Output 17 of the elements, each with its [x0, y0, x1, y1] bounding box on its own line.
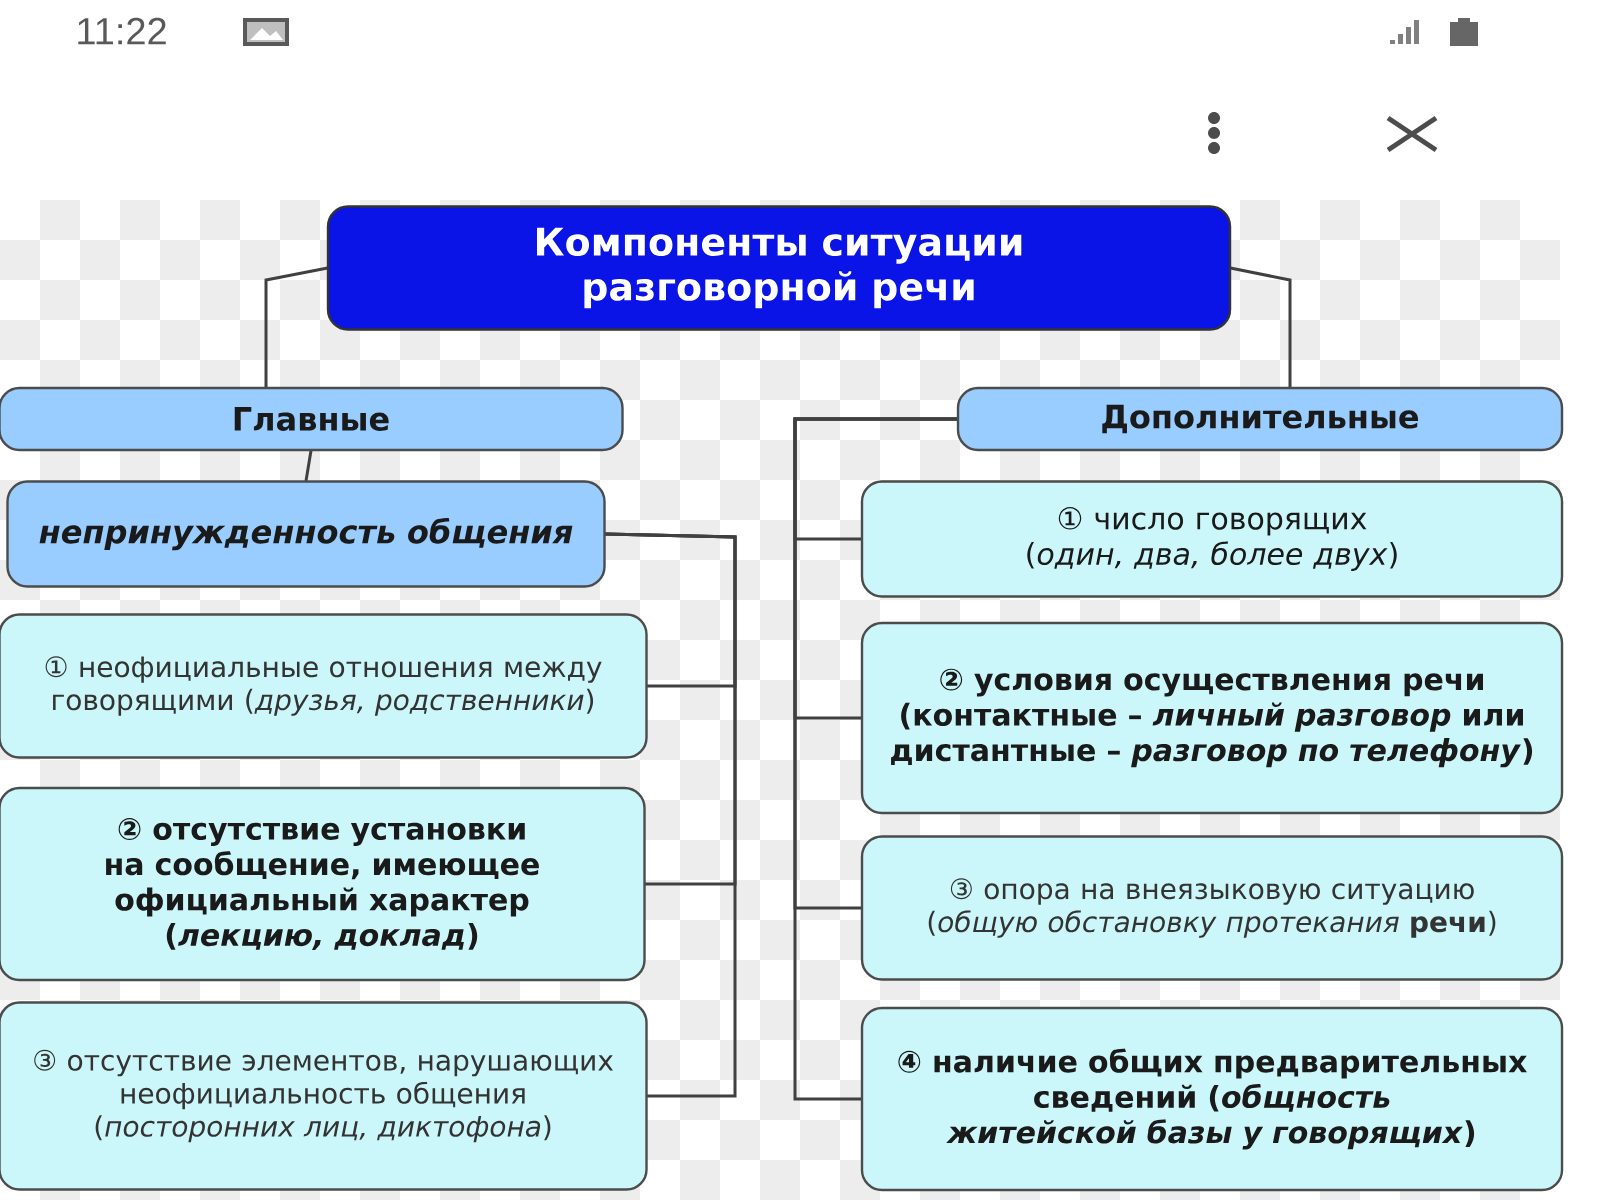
connector-line — [304, 450, 313, 482]
category-box: Дополнительные — [956, 386, 1564, 452]
title-box: Компоненты ситуации разговорной речи — [326, 205, 1232, 331]
item-box: ③ опора на внеязыковую ситуацию (общую обстановку протекания речи) — [860, 835, 1564, 981]
connector-line — [1230, 266, 1292, 388]
status-time: 11:22 — [78, 17, 166, 45]
item-box: ① неофициальные отношения между говорящими (друзья, родственники) — [0, 613, 648, 759]
item-box: ③ отсутствие элементов, нарушающих неофициальность общения (посторонних лиц, диктофона) — [0, 1001, 648, 1191]
connector-line — [793, 417, 958, 1101]
item-box: ① число говорящих (один, два, более двух) — [860, 480, 1564, 598]
subcategory-box: непринужденность общения — [6, 480, 606, 588]
item-box: ② условия осуществления речи (контактные – личный разговор или дистантные – разговор по телефону) — [860, 621, 1564, 815]
connector-line — [264, 266, 328, 388]
item-box: ④ наличие общих предварительных сведений (общность житейской базы у говорящих) — [860, 1006, 1564, 1192]
connector-line — [604, 532, 737, 1098]
category-box: Главные — [0, 386, 624, 452]
item-box: ② отсутствие установки на сообщение, имеющее официальный характер (лекцию, доклад) — [0, 786, 646, 982]
